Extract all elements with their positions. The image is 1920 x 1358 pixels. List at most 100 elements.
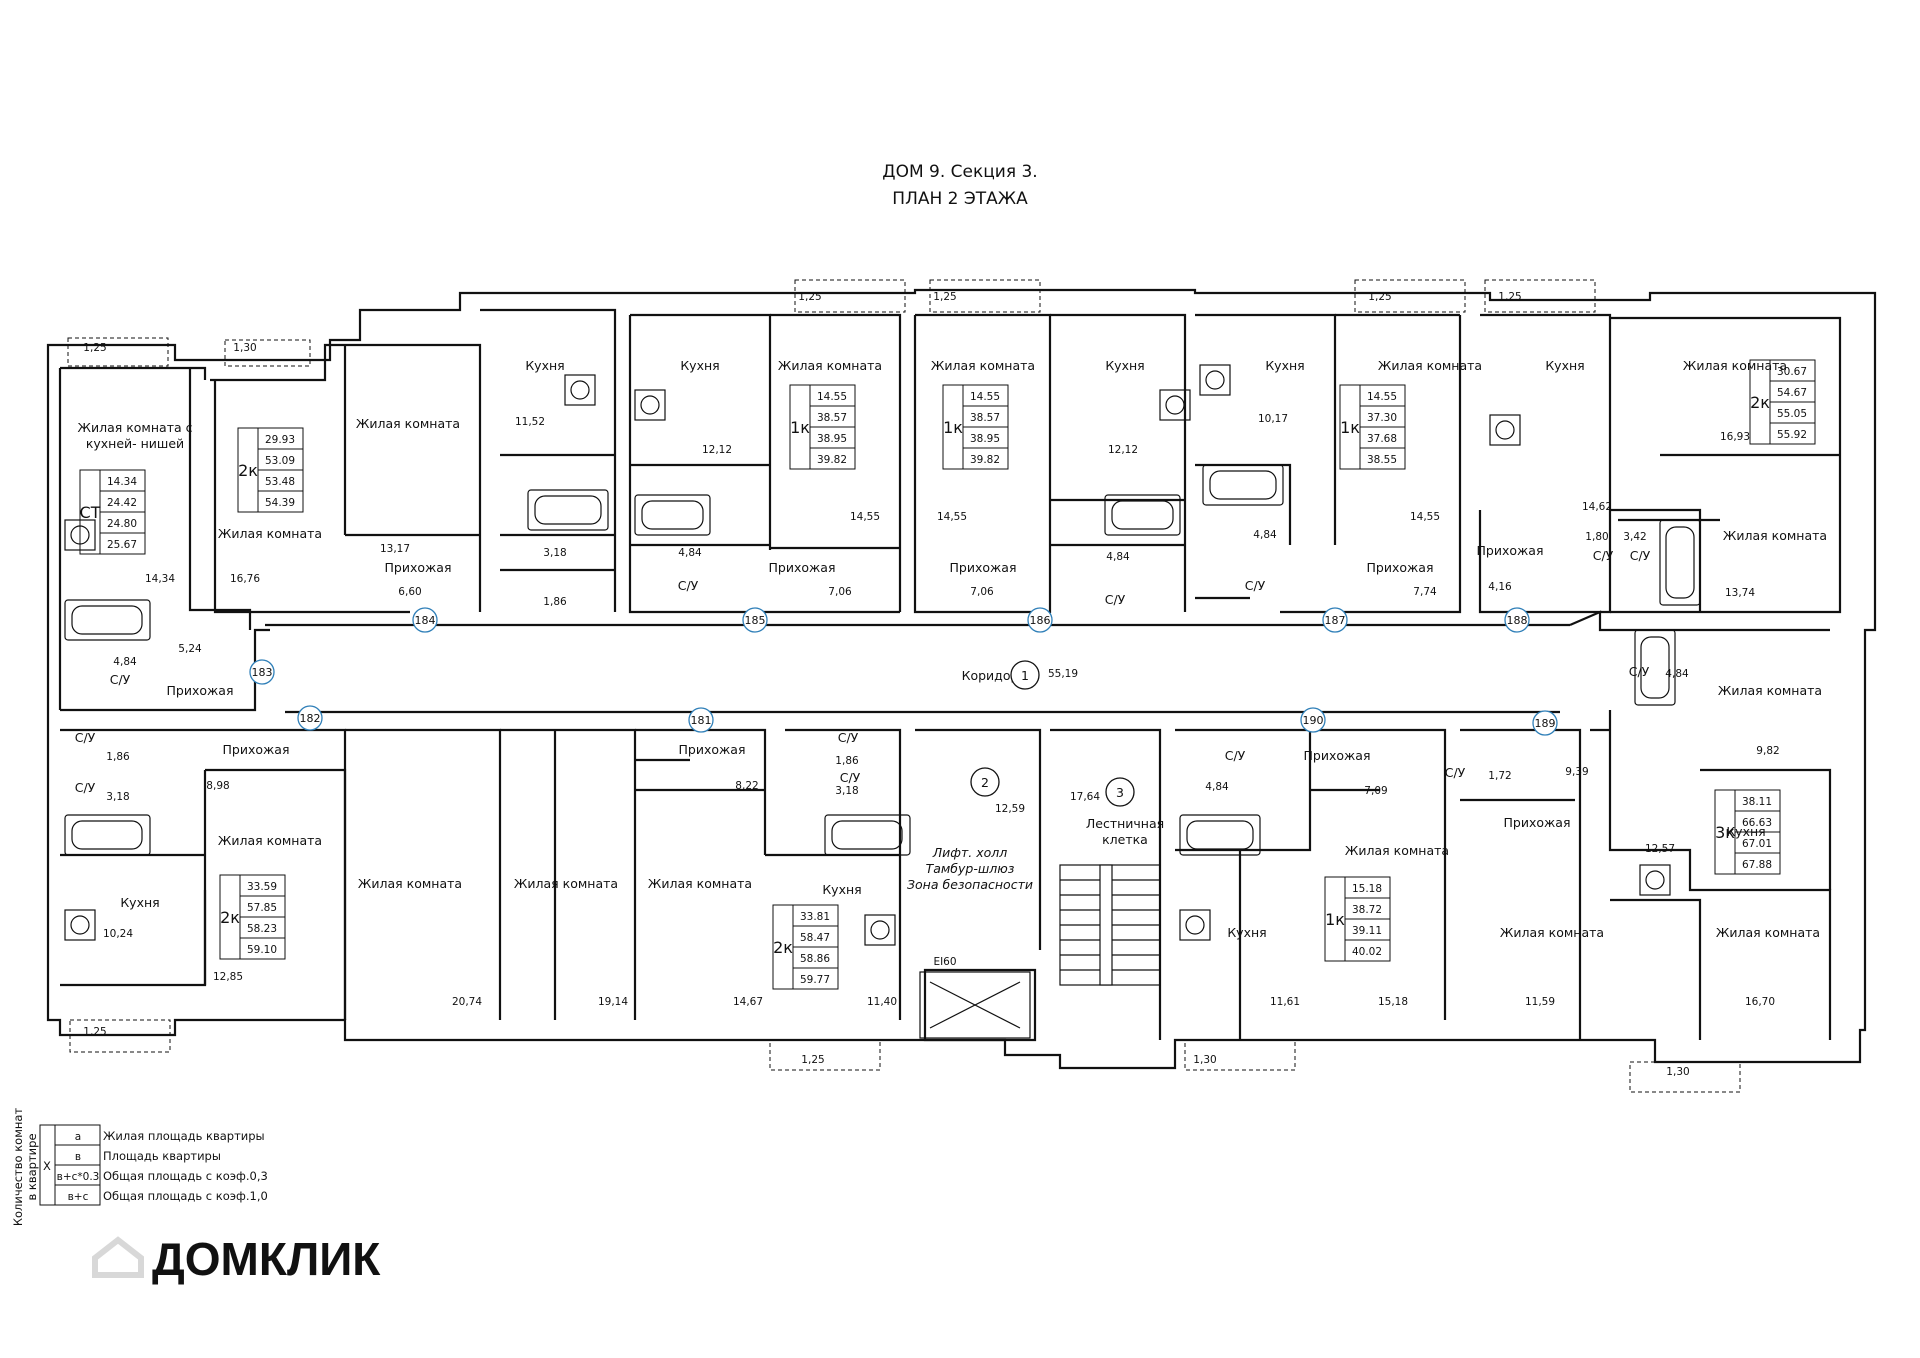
corridor-area: 55,19 (1048, 668, 1078, 680)
room-label-bath: С/У (840, 770, 861, 785)
apartment-area-value: 55.92 (1777, 429, 1807, 441)
apartment-type-t182: 2к (220, 908, 240, 927)
room-area-value: 4,84 (1106, 551, 1130, 563)
room-area-value: 9,82 (1756, 745, 1779, 757)
balcony-area-2: 1,30 (233, 342, 256, 354)
room-area-value: 8,22 (735, 780, 758, 792)
apartment-area-value: 38.95 (817, 433, 847, 445)
legend-description-1: Площадь квартиры (103, 1149, 221, 1163)
room-label-living: Жилая комната (1716, 925, 1820, 940)
plan-title-line1: ДОМ 9. Секция 3. (882, 162, 1038, 182)
room-label-hall: Прихожая (679, 742, 746, 757)
house-logo-icon (92, 1236, 144, 1278)
apartment-area-value: 15.18 (1352, 883, 1382, 895)
balcony-area-6: 1,25 (1498, 291, 1521, 303)
room-label-kitchen: Кухня (1105, 358, 1144, 373)
apartment-area-value: 33.59 (247, 881, 277, 893)
room-area-value: 1,86 (106, 751, 130, 763)
apartment-type-t183: СТ (80, 503, 101, 522)
lift-hall-area: 12,59 (995, 803, 1025, 815)
apartment-area-value: 59.77 (800, 974, 830, 986)
apartment-number-circle (1027, 607, 1053, 633)
fixtures (64, 364, 1701, 1039)
room-label-hall: Прихожая (385, 560, 452, 575)
room-area-value: 11,59 (1525, 996, 1555, 1008)
room-area-value: 7,06 (828, 586, 852, 598)
room-label-hall: Прихожая (1304, 748, 1371, 763)
apartment-area-value: 39.82 (817, 454, 847, 466)
room-label-hall: Прихожая (1367, 560, 1434, 575)
room-area-value: 3,18 (835, 785, 858, 797)
apartment-area-value: 37.30 (1367, 412, 1397, 424)
apartment-type-t181: 2к (773, 938, 793, 957)
legend-vertical-title-1: Количество комнат (11, 1108, 25, 1227)
legend-key-0: а (75, 1131, 81, 1143)
room-area-value: 10,17 (1258, 413, 1288, 425)
room-area-value: 12,12 (1108, 444, 1138, 456)
room-label-bath: С/У (678, 578, 699, 593)
stairs-number-circle (1105, 777, 1135, 807)
room-label-studio_2: кухней- нишей (86, 436, 184, 451)
room-area-value: 14,67 (733, 996, 763, 1008)
apartment-area-value: 14.34 (107, 476, 137, 488)
apartment-number-190: 190 (1303, 714, 1324, 727)
legend-key-3: в+с (68, 1191, 89, 1203)
corridor-label: Коридор (962, 668, 1019, 683)
apartment-area-value: 53.09 (265, 455, 295, 467)
apartment-area-value: 40.02 (1352, 946, 1382, 958)
stairs-name-2: клетка (1102, 832, 1148, 847)
room-label-living: Жилая комната (648, 876, 752, 891)
plan-title-line2: ПЛАН 2 ЭТАЖА (892, 189, 1028, 209)
room-label-bath: С/У (1593, 548, 1614, 563)
legend-description-3: Общая площадь с коэф.1,0 (103, 1189, 268, 1203)
room-label-bath: С/У (75, 780, 96, 795)
legend-description-2: Общая площадь с коэф.0,3 (103, 1169, 268, 1183)
apartment-area-value: 58.23 (247, 923, 277, 935)
apartment-area-value: 66.63 (1742, 817, 1772, 829)
room-area-value: 1,86 (835, 755, 859, 767)
room-area-value: 11,61 (1270, 996, 1300, 1008)
apartment-number-187: 187 (1325, 614, 1346, 627)
apartment-area-value: 39.82 (970, 454, 1000, 466)
room-area-value: 3,18 (543, 547, 566, 559)
room-area-value: 12,85 (213, 971, 243, 983)
apartment-area-value: 38.55 (1367, 454, 1397, 466)
legend-box (39, 1124, 101, 1206)
room-area-value: 5,24 (178, 643, 202, 655)
room-area-value: 12,57 (1645, 843, 1675, 855)
balcony-area-1: 1,25 (83, 342, 106, 354)
room-label-living: Жилая комната (1718, 683, 1822, 698)
apartment-area-value: 25.67 (107, 539, 137, 551)
room-label-kitchen: Кухня (822, 882, 861, 897)
lift-hall-name-3: Зона безопасности (907, 877, 1033, 892)
apartment-area-value: 58.47 (800, 932, 830, 944)
apartment-area-value: 14.55 (970, 391, 1000, 403)
apartment-number-188: 188 (1507, 614, 1528, 627)
apartment-area-value: 54.67 (1777, 387, 1807, 399)
apartment-number-circle (742, 607, 768, 633)
corridor-number-circle (1010, 660, 1040, 690)
room-area-value: 20,74 (452, 996, 482, 1008)
room-area-value: 14,55 (1410, 511, 1440, 523)
apartment-number-186: 186 (1030, 614, 1051, 627)
lift-hall-number-circle (970, 767, 1000, 797)
room-area-value: 8,98 (206, 780, 229, 792)
room-label-living: Жилая комната (358, 876, 462, 891)
apartment-area-value: 29.93 (265, 434, 295, 446)
room-label-hall: Прихожая (950, 560, 1017, 575)
apartment-number-183: 183 (252, 666, 273, 679)
apartment-number-circle (1300, 707, 1326, 733)
balcony-area-3: 1,25 (798, 291, 821, 303)
room-area-value: 4,84 (678, 547, 702, 559)
room-label-kitchen: Кухня (1265, 358, 1304, 373)
apartment-area-value: 38.95 (970, 433, 1000, 445)
room-area-value: 14,62 (1582, 501, 1612, 513)
room-area-value: 3,42 (1623, 531, 1646, 543)
room-label-living: Жилая комната (1500, 925, 1604, 940)
balcony-area-4: 1,25 (933, 291, 956, 303)
room-label-living: Жилая комната (356, 416, 460, 431)
apartment-number-185: 185 (745, 614, 766, 627)
room-area-value: 13,17 (380, 543, 410, 555)
apartment-area-value: 54.39 (265, 497, 295, 509)
